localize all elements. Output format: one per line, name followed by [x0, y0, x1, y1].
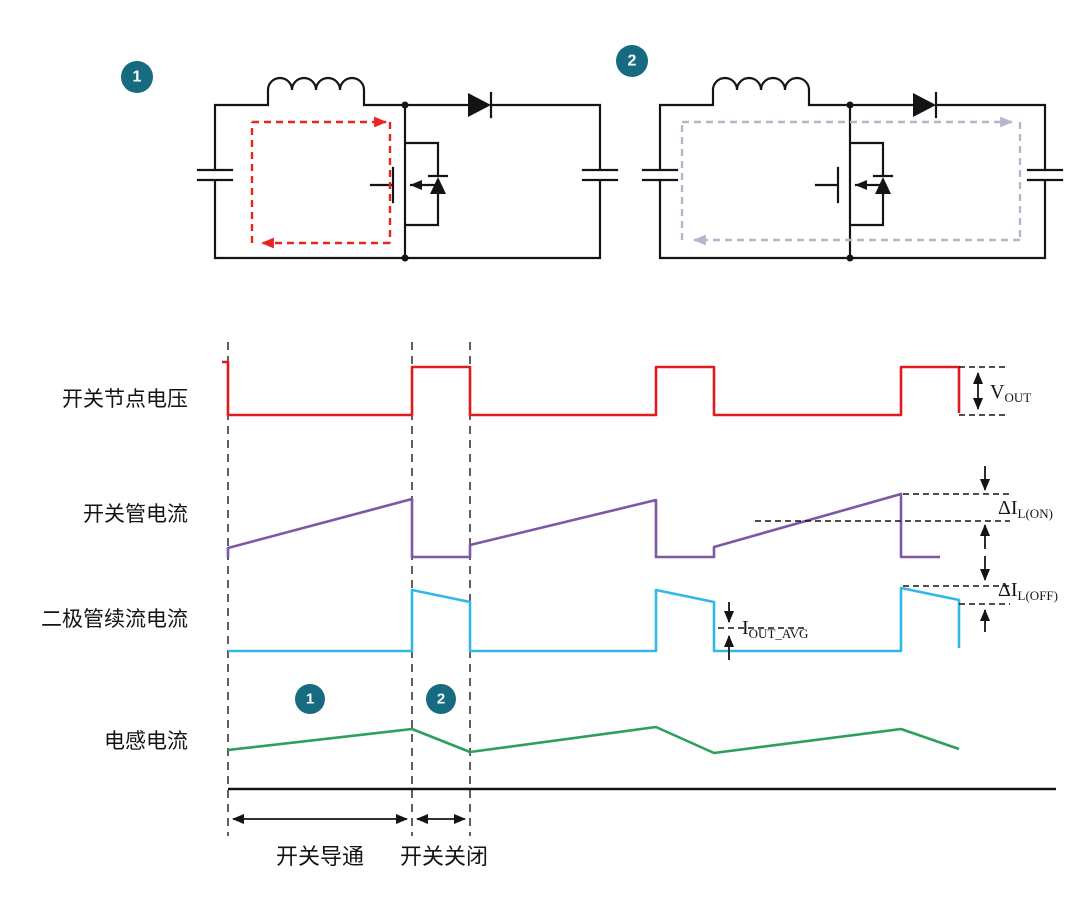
state-2-badge [616, 45, 648, 77]
body-diode-2 [875, 177, 891, 194]
phase-off-badge-circle [426, 684, 456, 714]
phase-on-badge-circle [295, 684, 325, 714]
body-diode-1 [430, 177, 446, 194]
vout-annotation: VOUT [959, 366, 1031, 416]
delta-on-label-sub: L(ON) [1018, 506, 1053, 521]
switch-off-interval-label: 开关关闭 [400, 844, 488, 869]
series-diode-2 [913, 93, 936, 117]
iout-avg-label-main: I [742, 617, 749, 639]
phase-badge-on: 1 [295, 684, 325, 714]
junction-dot [846, 101, 854, 109]
loop-2-sides [680, 122, 1022, 240]
diode-current-waveform [228, 586, 961, 653]
loop-1-sides [250, 122, 392, 243]
vout-label: VOUT [990, 381, 1031, 405]
inductor-current-waveform [227, 725, 960, 755]
switch-current-waveform [226, 492, 940, 559]
delta-il-off-annotation: ΔIL(OFF) [903, 556, 1058, 632]
delta-on-level-dashes [755, 493, 1010, 522]
circuit-state-2: 2 [616, 45, 1064, 262]
state-1-badge [121, 61, 153, 93]
phase-badge-off: 2 [426, 684, 456, 714]
series-diode-1 [468, 93, 491, 117]
row-label-inductor-current: 电感电流 [104, 730, 188, 753]
waveform-section: 开关节点电压 开关管电流 二极管续流电流 电感电流 VOUT ΔIL(ON) Δ… [41, 342, 1058, 869]
timing-guide-lines [227, 342, 471, 836]
timing-measurements: 开关导通 开关关闭 [232, 814, 488, 869]
circuit-2-junction-dots [846, 101, 854, 262]
delta-off-label-sub: L(OFF) [1018, 588, 1058, 603]
current-loop-off [680, 116, 1022, 246]
iout-avg-label: IOUT_AVG [742, 617, 808, 641]
delta-on-label-main: ΔI [998, 497, 1018, 519]
delta-off-label: ΔIL(OFF) [998, 579, 1058, 603]
state-2-badge-label: 2 [628, 53, 637, 70]
iout-avg-label-sub: OUT_AVG [749, 626, 809, 641]
state-1-badge-label: 1 [133, 69, 142, 86]
iout-avg-annotation: IOUT_AVG [718, 602, 808, 660]
delta-on-label: ΔIL(ON) [998, 497, 1053, 521]
delta-off-level-dashes [903, 585, 1010, 605]
row-label-diode-current: 二极管续流电流 [41, 608, 188, 631]
switch-on-interval-label: 开关导通 [276, 844, 364, 869]
phase-off-badge-label: 2 [437, 691, 445, 708]
delta-il-on-annotation: ΔIL(ON) [755, 466, 1053, 549]
junction-dot [846, 254, 854, 262]
delta-off-label-main: ΔI [998, 579, 1018, 601]
junction-dot [401, 254, 409, 262]
vout-label-main: V [990, 381, 1005, 403]
circuit-state-1: 1 [121, 61, 619, 262]
vout-level-dashes [959, 366, 1006, 416]
switch-node-voltage-waveform [222, 360, 961, 417]
row-label-switch-node-voltage: 开关节点电压 [62, 388, 188, 411]
phase-on-badge-label: 1 [306, 691, 314, 708]
circuit-1-junction-dots [401, 101, 409, 262]
junction-dot [401, 101, 409, 109]
vout-label-sub: OUT [1004, 390, 1031, 405]
row-label-switch-current: 开关管电流 [83, 503, 188, 526]
current-loop-on [250, 116, 392, 249]
